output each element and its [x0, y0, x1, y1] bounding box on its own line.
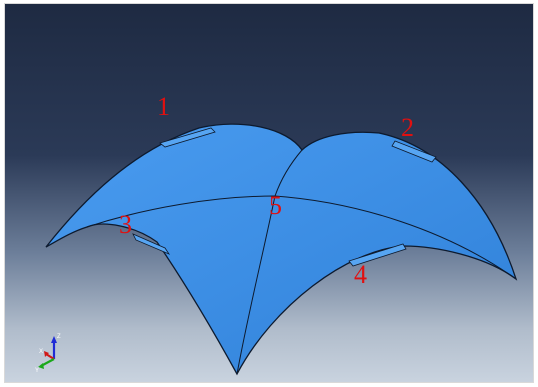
edge-strip-3 — [132, 233, 171, 255]
label-4: 4 — [354, 260, 367, 289]
edge-strip-4 — [348, 243, 407, 267]
ridge-line-front — [236, 195, 276, 375]
axis-triad-icon: Z X Y — [35, 334, 61, 373]
x-axis-head — [44, 351, 49, 357]
shell-model: 1 2 3 4 5 — [45, 92, 518, 376]
ridge-line-left-arch — [86, 195, 276, 228]
z-axis-head — [51, 336, 57, 343]
label-3: 3 — [119, 210, 132, 239]
ridge-line-right-arch — [274, 195, 517, 280]
x-axis-label: X — [39, 349, 43, 355]
y-axis-head — [38, 363, 44, 369]
label-1: 1 — [157, 92, 170, 121]
z-axis-label: Z — [57, 334, 61, 340]
ridge-line-top — [274, 149, 303, 197]
label-2: 2 — [401, 113, 414, 142]
label-5: 5 — [269, 191, 282, 220]
shell-surface — [45, 123, 518, 376]
x-axis-arrow — [45, 353, 55, 360]
edge-strip-2 — [391, 140, 437, 163]
model-viewport[interactable]: 1 2 3 4 5 Z X Y — [4, 3, 534, 383]
y-axis-label: Y — [35, 368, 39, 373]
edge-strip-1 — [159, 127, 216, 148]
